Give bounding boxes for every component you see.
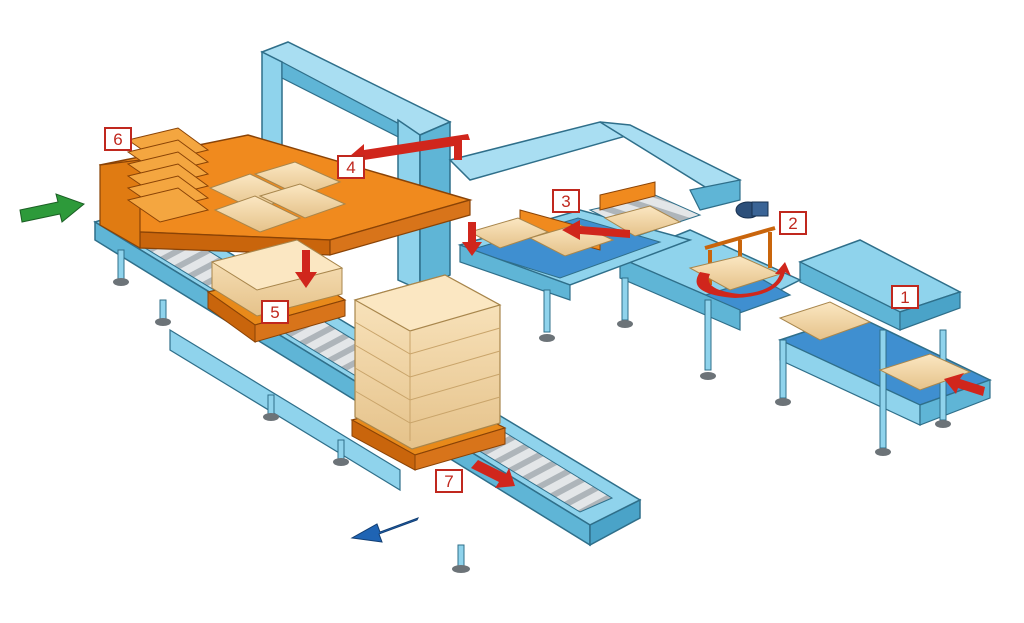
arrow-step-3 xyxy=(562,220,630,240)
step-label-1: 1 xyxy=(891,285,919,309)
svg-text:2: 2 xyxy=(788,214,797,233)
green-arrow-icon xyxy=(19,193,86,223)
svg-text:4: 4 xyxy=(346,158,355,177)
arrow-step-1 xyxy=(944,373,985,396)
process-arrows xyxy=(295,134,985,488)
step-label-2: 2 xyxy=(779,211,807,235)
arrow-step-5 xyxy=(295,250,317,288)
svg-text:6: 6 xyxy=(113,130,122,149)
step-label-7: 7 xyxy=(435,469,463,493)
step-label-5: 5 xyxy=(261,300,289,324)
step-label-3: 3 xyxy=(552,189,580,213)
conveyor-legs xyxy=(113,249,470,573)
arrow-step-2 xyxy=(696,262,791,298)
empty-pallet-stack xyxy=(126,127,210,223)
step-label-4: 4 xyxy=(337,155,365,179)
svg-text:5: 5 xyxy=(270,303,279,322)
svg-text:3: 3 xyxy=(561,192,570,211)
arrow-step-7 xyxy=(471,460,515,488)
full-pallet xyxy=(350,274,507,471)
svg-text:1: 1 xyxy=(900,288,909,307)
arrow-step-4 xyxy=(350,134,470,166)
infeed-conveyor xyxy=(775,239,992,456)
gear-motor-icon xyxy=(735,201,769,219)
blue-arrow-icon xyxy=(350,517,420,543)
step-label-6: 6 xyxy=(104,127,132,151)
svg-text:7: 7 xyxy=(444,472,453,491)
bag-layer-on-plate xyxy=(208,161,347,233)
